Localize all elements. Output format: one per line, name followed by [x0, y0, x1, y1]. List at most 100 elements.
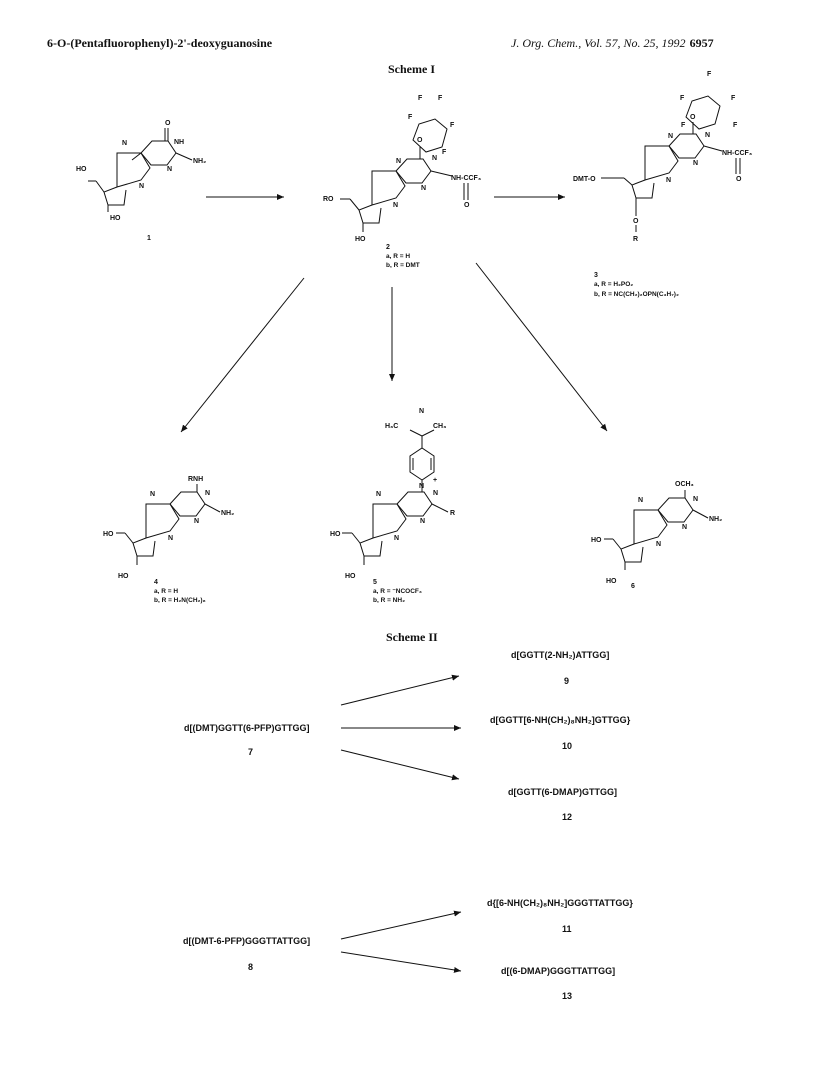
seq-11: d{[6-NH(CH₂)₈NH₂]GGGTTATTGG}	[487, 898, 633, 908]
c3-f2: F	[680, 95, 685, 102]
c1-ho5: HO	[76, 166, 87, 173]
page-number: 6957	[689, 36, 714, 50]
seq-12-number: 12	[562, 812, 572, 822]
c4-ho5: HO	[103, 531, 114, 538]
c5-r: R	[450, 510, 455, 517]
c5-n9: N	[394, 535, 399, 542]
c4-ho3: HO	[118, 573, 129, 580]
seq-9: d[GGTT(2-NH₂)ATTGG]	[511, 650, 609, 660]
seq-11-number: 11	[562, 924, 572, 934]
c6-n9: N	[656, 541, 661, 548]
c3-o6: O	[690, 114, 696, 121]
c2-f5: F	[408, 114, 413, 121]
running-head-title: 6-O-(Pentafluorophenyl)-2'-deoxyguanosin…	[47, 36, 273, 50]
compound-3-structure	[601, 95, 741, 232]
c2-f4: F	[442, 149, 447, 156]
seq-7: d[(DMT)GGTT(6-PFP)GTTGG]	[184, 723, 309, 733]
compound-3-def-a: a, R = H₂PO₂	[594, 281, 633, 288]
compound-1-number: 1	[147, 235, 151, 242]
c5-n7: N	[376, 491, 381, 498]
c5-n-dimethyl: N	[419, 408, 424, 415]
c4-n3: N	[194, 518, 199, 525]
c2-ho3: HO	[355, 236, 366, 243]
arrow-8-to-13	[340, 951, 462, 973]
c5-plus: +	[433, 477, 437, 484]
c2-o6: O	[417, 137, 423, 144]
compound-5-number: 5	[373, 579, 377, 586]
c3-nhccf3: NH-CCF₃	[722, 150, 752, 157]
c6-n7: N	[638, 497, 643, 504]
compound-4-def-b: b, R = H₂N(CH₂)₈	[154, 597, 206, 604]
seq-12: d[GGTT(6-DMAP)GTTGG]	[508, 787, 617, 797]
c1-o6: O	[165, 120, 171, 127]
arrow-2-to-4	[180, 277, 305, 433]
c5-n1: N	[433, 490, 438, 497]
seq-7-number: 7	[248, 747, 253, 757]
c1-n9: N	[139, 183, 144, 190]
compound-4-number: 4	[154, 579, 158, 586]
c6-n3: N	[682, 524, 687, 531]
c4-rnh: RNH	[188, 476, 203, 483]
compound-3-def-b: b, R = NC(CH₂)₂OPN(C₃H₇)₂	[594, 291, 679, 298]
seq-8-number: 8	[248, 962, 253, 972]
c1-n3: N	[167, 166, 172, 173]
compound-2-structure	[340, 118, 469, 232]
c4-n9: N	[168, 535, 173, 542]
c3-f3: F	[731, 95, 736, 102]
c3-n9: N	[666, 177, 671, 184]
c2-n3: N	[421, 185, 426, 192]
compound-3-number: 3	[594, 272, 598, 279]
c5-h3c: H₃C	[385, 423, 398, 430]
c1-nh2: NH₂	[193, 158, 206, 165]
c1-nh: NH	[174, 139, 184, 146]
journal-citation: J. Org. Chem., Vol. 57, No. 25, 1992	[511, 36, 686, 50]
c5-n3: N	[420, 518, 425, 525]
compound-2-number: 2	[386, 244, 390, 251]
c2-ro: RO	[323, 196, 334, 203]
c2-nhccf3: NH-CCF₃	[451, 175, 481, 182]
c6-ho5: HO	[591, 537, 602, 544]
seq-9-number: 9	[564, 676, 569, 686]
c3-n1: N	[705, 132, 710, 139]
c3-r: R	[633, 236, 638, 243]
compound-2-def-b: b, R = DMT	[386, 262, 420, 269]
seq-13-number: 13	[562, 991, 572, 1001]
seq-8: d[(DMT-6-PFP)GGGTTATTGG]	[183, 936, 310, 946]
c3-n7: N	[668, 133, 673, 140]
arrow-2-to-6	[475, 262, 608, 432]
c5-ch3: CH₃	[433, 423, 446, 430]
compound-2-def-a: a, R = H	[386, 253, 410, 260]
c3-n3: N	[693, 160, 698, 167]
compound-4-def-a: a, R = H	[154, 588, 178, 595]
arrow-7-to-12	[340, 749, 460, 781]
compound-5-structure	[342, 429, 449, 565]
c2-carbonyl-o: O	[464, 202, 470, 209]
compound-4-structure	[116, 484, 221, 565]
c2-f2: F	[438, 95, 443, 102]
c6-ho3: HO	[606, 578, 617, 585]
arrow-8-to-11	[340, 910, 462, 940]
c6-och3: OCH₃	[675, 481, 694, 488]
c3-f4: F	[733, 122, 738, 129]
c2-n9: N	[393, 202, 398, 209]
c6-n1: N	[693, 496, 698, 503]
scheme-2-title: Scheme II	[386, 630, 438, 644]
c3-f5: F	[681, 122, 686, 129]
compound-5-def-b: b, R = NH₂	[373, 597, 405, 604]
c4-nh2: NH₂	[221, 510, 234, 517]
c3-o3: O	[633, 218, 639, 225]
seq-10: d[GGTT[6-NH(CH₂)₈NH₂]GTTGG}	[490, 715, 631, 725]
seq-10-number: 10	[562, 741, 572, 751]
c2-n1: N	[432, 155, 437, 162]
c2-f1: F	[418, 95, 423, 102]
c3-dmto: DMT-O	[573, 176, 596, 183]
compound-1-structure	[88, 128, 193, 212]
seq-13: d[(6-DMAP)GGGTTATTGG]	[501, 966, 615, 976]
scheme-1-title: Scheme I	[388, 62, 435, 76]
c1-ho3: HO	[110, 215, 121, 222]
c2-f3: F	[450, 122, 455, 129]
c2-n7: N	[396, 158, 401, 165]
compound-6-number: 6	[631, 583, 635, 590]
